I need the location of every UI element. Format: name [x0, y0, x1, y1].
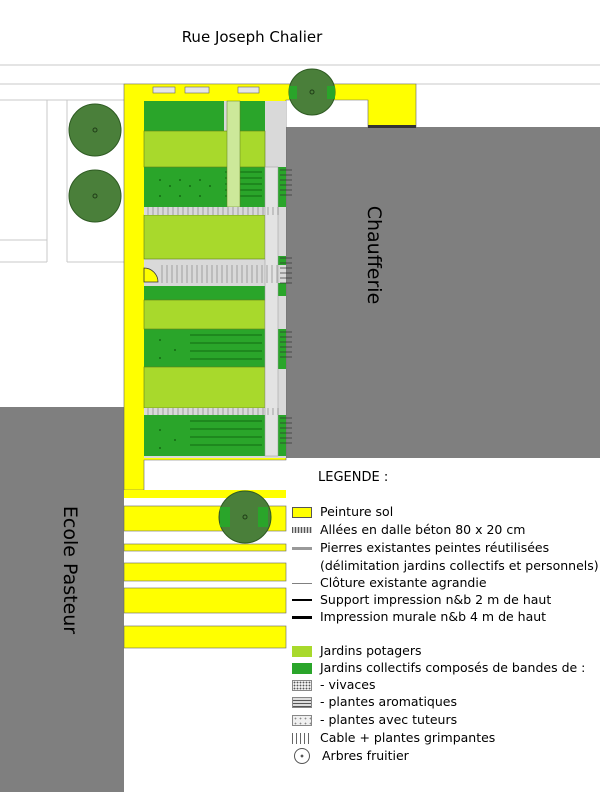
mural-swatch — [292, 615, 312, 619]
legend-item-support: Support impression n&b 2 m de haut — [292, 591, 598, 609]
yellow-swatch — [292, 506, 312, 518]
street-lines — [0, 64, 600, 451]
ecole-pasteur-building — [0, 407, 124, 792]
tree-icon — [218, 490, 272, 544]
fence-swatch — [292, 582, 312, 584]
legend-item-aromatiques: - plantes aromatiques — [292, 693, 598, 711]
legend-label: Arbres fruitier — [322, 748, 409, 763]
legend-item-peinture-sol: Peinture sol — [292, 503, 598, 521]
vivaces-pattern — [159, 179, 211, 449]
collective-gardens — [144, 101, 286, 456]
legend-label: - plantes aromatiques — [320, 694, 457, 709]
curb — [368, 125, 416, 128]
stone-swatch — [292, 546, 312, 550]
legend-label: Support impression n&b 2 m de haut — [320, 592, 552, 607]
street-name-label: Rue Joseph Chalier — [182, 28, 323, 46]
ecole-pasteur-wing — [0, 407, 36, 450]
legend-label: - vivaces — [320, 677, 376, 692]
fruit-trees — [68, 68, 336, 544]
chaufferie-building — [286, 127, 600, 458]
vertical-path — [226, 100, 241, 208]
aromatic-stripes — [190, 171, 262, 446]
legend-item-potagers: Jardins potagers — [292, 642, 598, 660]
path-slabs — [147, 207, 279, 415]
legend-item-cloture: Clôture existante agrandie — [292, 574, 598, 592]
legend-title: LEGENDE : — [318, 470, 389, 485]
light-green-swatch — [292, 645, 312, 657]
legend-label: Pierres existantes peintes réutilisées — [320, 540, 550, 555]
cable-swatch — [292, 732, 312, 744]
tree-icon — [68, 169, 122, 223]
stripes-swatch — [292, 696, 312, 708]
legend-item-arbres: Arbres fruitier — [292, 747, 598, 765]
dots-swatch — [292, 679, 312, 691]
slab-path-swatch — [292, 527, 312, 533]
legend-item-tuteurs: - plantes avec tuteurs — [292, 711, 598, 729]
legend-label: Jardins collectifs composés de bandes de… — [320, 660, 586, 675]
legend-item-pierres: Pierres existantes peintes réutilisées — [292, 539, 598, 557]
tree-icon — [294, 748, 310, 764]
legend-label: Clôture existante agrandie — [320, 575, 487, 590]
legend-label: Peinture sol — [320, 504, 394, 519]
legend-item-vivaces: - vivaces — [292, 676, 598, 694]
legend-label: Impression murale n&b 4 m de haut — [320, 609, 547, 624]
legend-item-collectifs: Jardins collectifs composés de bandes de… — [292, 659, 598, 677]
legend-label: Cable + plantes grimpantes — [320, 730, 496, 745]
grid-dots-swatch — [292, 714, 312, 726]
dark-green-swatch — [292, 662, 312, 674]
legend-label: Allées en dalle béton 80 x 20 cm — [320, 522, 526, 537]
legend-label: Jardins potagers — [320, 643, 422, 658]
gate-arc — [143, 267, 159, 283]
ecole-pasteur-label: Ecole Pasteur — [59, 506, 81, 634]
tree-icon — [68, 103, 122, 157]
concrete-paths — [144, 166, 286, 457]
legend-label: - plantes avec tuteurs — [320, 712, 458, 727]
legend-item-allees: Allées en dalle béton 80 x 20 cm — [292, 521, 598, 539]
legend-item-impression: Impression murale n&b 4 m de haut — [292, 608, 598, 626]
street-stones — [152, 86, 260, 94]
legend-item-pierres-suite: (délimitation jardins collectifs et pers… — [292, 557, 599, 575]
legend-label: (délimitation jardins collectifs et pers… — [320, 558, 599, 573]
chaufferie-label: Chaufferie — [363, 206, 385, 305]
support-swatch — [292, 599, 312, 601]
legend-item-cable: Cable + plantes grimpantes — [292, 729, 598, 747]
climbing-cables — [280, 169, 292, 444]
